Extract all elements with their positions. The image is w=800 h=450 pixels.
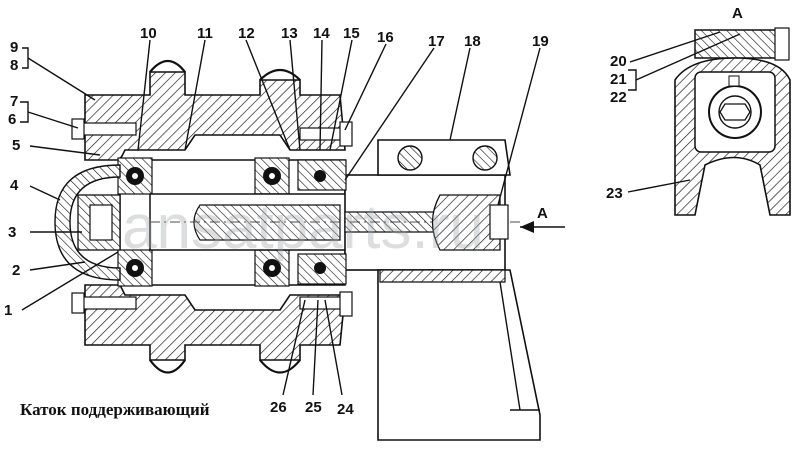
leader-lines (20, 31, 741, 396)
callout-9: 9 (10, 39, 18, 56)
callout-21: 21 (610, 71, 627, 88)
callout-1: 1 (4, 302, 12, 319)
callout-10: 10 (140, 25, 157, 42)
callout-17: 17 (428, 33, 445, 50)
callout-12: 12 (238, 25, 255, 42)
callout-numbers: 9 8 7 6 5 4 3 2 1 10 11 12 13 14 15 16 1… (4, 25, 627, 418)
end-cap (54, 164, 121, 281)
callout-18: 18 (464, 33, 481, 50)
watermark: ansatparts.ru (122, 193, 484, 262)
callout-14: 14 (313, 25, 330, 42)
callout-22: 22 (610, 89, 627, 106)
callout-24: 24 (337, 401, 354, 418)
callout-5: 5 (12, 137, 20, 154)
callout-3: 3 (8, 224, 16, 241)
callout-26: 26 (270, 399, 287, 416)
callout-13: 13 (281, 25, 298, 42)
callout-25: 25 (305, 399, 322, 416)
callout-8: 8 (10, 57, 18, 74)
callout-20: 20 (610, 53, 627, 70)
callout-6: 6 (8, 111, 16, 128)
section-view-a: А (674, 5, 791, 216)
callout-23: 23 (606, 185, 623, 202)
arrow-a-label: А (537, 205, 548, 222)
seal-assembly (297, 159, 347, 285)
view-a-label: А (732, 5, 743, 22)
callout-2: 2 (12, 262, 20, 279)
bearings (117, 157, 290, 287)
bolts (71, 118, 353, 317)
callout-16: 16 (377, 29, 394, 46)
callout-15: 15 (343, 25, 360, 42)
axle (149, 174, 520, 271)
view-a-arrow: А (520, 205, 565, 233)
callout-7: 7 (10, 93, 18, 110)
drawing-title: Каток поддерживающий (20, 400, 210, 419)
callout-11: 11 (197, 25, 213, 42)
callout-19: 19 (532, 33, 549, 50)
callout-4: 4 (10, 177, 19, 194)
bracket (377, 139, 541, 441)
